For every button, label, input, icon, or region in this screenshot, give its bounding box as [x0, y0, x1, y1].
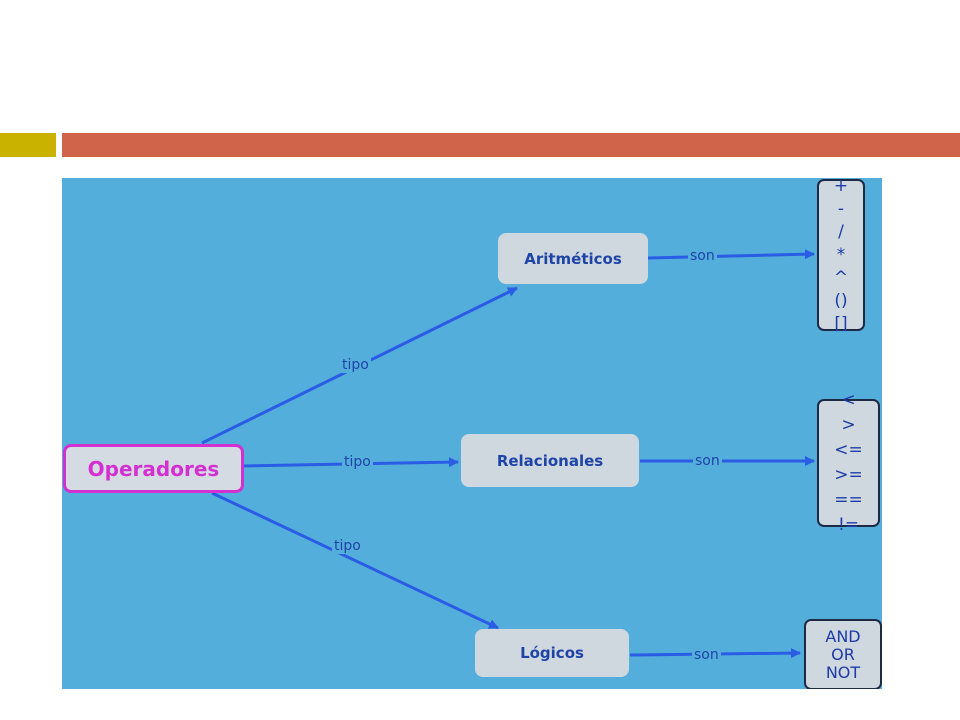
- edge-label-son-1: son: [688, 248, 717, 264]
- root-node-operadores: Operadores: [63, 444, 244, 493]
- edge-label-son-2: son: [693, 453, 722, 469]
- values-box-aritmeticos: + -/*^()[]: [817, 178, 865, 334]
- edge-label-son-3: son: [692, 647, 721, 663]
- node-logicos: Lógicos: [475, 629, 629, 677]
- accent-bar-left: [0, 133, 56, 157]
- value-item: NOT: [825, 662, 861, 682]
- value-item: <=: [834, 440, 863, 460]
- value-item: /: [838, 221, 844, 242]
- value-item: >=: [834, 465, 863, 485]
- value-item: !=: [837, 515, 860, 535]
- value-item: *: [836, 244, 846, 265]
- edge-label-tipo-3: tipo: [332, 538, 363, 554]
- values-box-relacionales: < > <= >= == !=: [817, 392, 880, 534]
- value-item: AND: [825, 626, 861, 646]
- value-item: ^: [833, 267, 849, 288]
- value-item: ==: [834, 490, 863, 510]
- accent-bar-right: [62, 133, 960, 157]
- value-item: >: [841, 415, 856, 435]
- value-item: -: [837, 198, 845, 219]
- connector-aritmeticos-values: [647, 249, 815, 260]
- node-relacionales: Relacionales: [461, 434, 639, 487]
- node-aritmeticos: Aritméticos: [498, 233, 648, 284]
- value-item: +: [833, 178, 849, 196]
- value-item: (): [834, 290, 848, 311]
- value-item: []: [834, 313, 848, 334]
- edge-label-tipo-2: tipo: [342, 454, 373, 470]
- edge-label-tipo-1: tipo: [340, 357, 371, 373]
- connector-root-logicos: [211, 491, 499, 630]
- concept-map: tipo tipo tipo son son son Operadores Ar…: [62, 178, 882, 689]
- value-item: OR: [831, 644, 855, 664]
- value-item: <: [841, 390, 856, 410]
